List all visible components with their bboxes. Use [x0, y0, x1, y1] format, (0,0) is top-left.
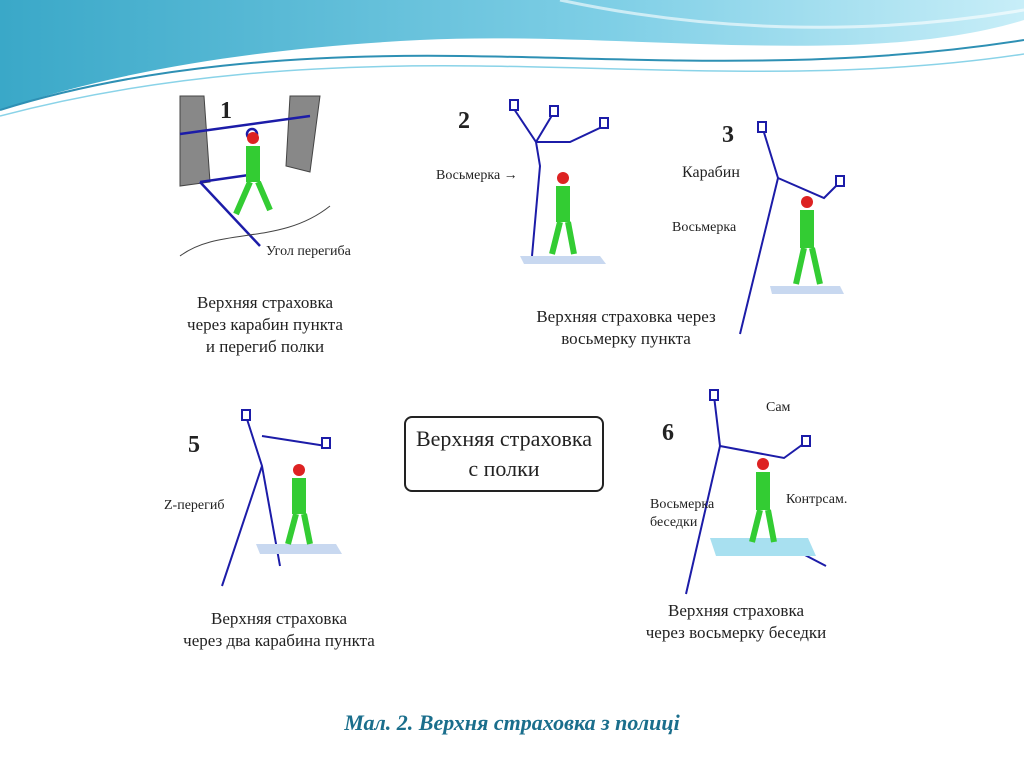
panel-1-caption: Верхняя страховка через карабин пункта и… [170, 292, 360, 358]
panel-2-climber [549, 172, 577, 255]
panel-6-counter-label: Контрсам. [786, 492, 848, 507]
panel-6-number: 6 [662, 420, 674, 446]
panel-6-caption-line1: Верхняя страховка [667, 601, 805, 620]
center-title-line1: Верхняя страховка [415, 426, 593, 451]
panel-6-self-label: Сам [766, 400, 791, 415]
panel-3-climber [793, 196, 823, 285]
panel-6-knot-line2: беседки [650, 515, 698, 530]
panel-6-drawing [685, 389, 827, 595]
panel-5-drawing [221, 409, 342, 587]
panel-5-number: 5 [188, 432, 200, 458]
panel-3-knot-label: Восьмерка [672, 220, 737, 235]
panel-1-climber [233, 132, 273, 216]
center-title-box: Верхняя страховка с полки [404, 416, 604, 492]
panel-6-climber [749, 458, 777, 543]
panel-3-carabiner-label: Карабин [682, 164, 740, 181]
diagram-drawings [179, 95, 845, 595]
panel-2-caption: Верхняя страховка через восьмерку пункта [526, 306, 726, 350]
panel-6-caption-line2: через восьмерку беседки [645, 623, 827, 642]
panel-5-caption: Верхняя страховка через два карабина пун… [164, 608, 394, 652]
panel-1-caption-line3: и перегиб полки [205, 337, 325, 356]
panel-1-caption-line2: через карабин пункта [187, 315, 343, 334]
panel-6-knot-line1: Восьмерка [650, 497, 715, 512]
panel-2-caption-line2: восьмерку пункта [561, 329, 691, 348]
panel-3-number: 3 [722, 122, 734, 148]
panel-1-drawing [179, 95, 331, 257]
panel-6-caption: Верхняя страховка через восьмерку беседк… [626, 600, 846, 644]
center-title-line2: с полки [468, 456, 540, 481]
panel-1-caption-line1: Верхняя страховка [196, 293, 334, 312]
panel-5-caption-line1: Верхняя страховка [210, 609, 348, 628]
figure-caption: Мал. 2. Верхня страховка з полиці [344, 710, 680, 735]
panel-6-knot-label: Восьмерка беседки [650, 496, 714, 532]
panel-2-number: 2 [458, 108, 470, 134]
panel-5-zbend-label: Z-перегиб [164, 498, 225, 513]
header-wave-decoration [0, 0, 1024, 117]
panel-1-corner-label: Угол перегиба [266, 244, 351, 259]
panel-5-caption-line2: через два карабина пункта [183, 631, 375, 650]
panel-1-number: 1 [220, 98, 232, 124]
panel-2-drawing [509, 99, 609, 264]
panel-3-drawing [739, 121, 845, 335]
panel-2-knot-label: Восьмерка → [436, 168, 518, 183]
belay-diagram-figure: 1 Угол перегиба Верхняя страховка через … [160, 86, 872, 678]
panel-5-climber [285, 464, 313, 545]
panel-2-caption-line1: Верхняя страховка через [536, 307, 716, 326]
